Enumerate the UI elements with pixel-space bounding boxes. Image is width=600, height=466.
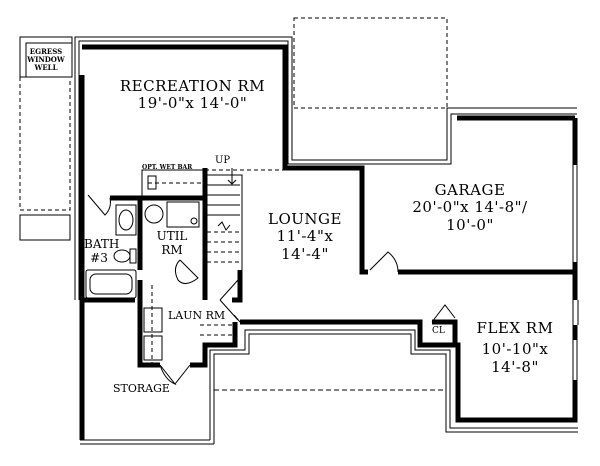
- garage-label: GARAGE 20'-0"x 14'-8"/ 10'-0": [390, 181, 550, 234]
- well-text: WELL: [34, 63, 58, 73]
- room-size: 19'-0"x 14'-0": [137, 94, 248, 113]
- room-name: UTIL: [156, 229, 188, 243]
- recreation-room-label: RECREATION RM 19'-0"x 14'-0": [110, 77, 275, 113]
- room-name: BATH: [84, 237, 120, 251]
- room-size: 11'-4"x: [276, 227, 334, 246]
- room-size: 20'-0"x 14'-8"/: [412, 198, 528, 217]
- room-size: 14'-4": [281, 244, 329, 263]
- room-name: FLEX RM: [476, 319, 554, 337]
- wet-bar-label: OPT. WET BAR: [142, 164, 193, 171]
- storage-label: STORAGE: [113, 382, 170, 395]
- stairs: [207, 168, 243, 280]
- doors: [87, 194, 456, 386]
- dashed-outline-top: [293, 17, 448, 109]
- room-size: 10'-10"x: [481, 340, 549, 359]
- egress-window-well-label: EGRESS WINDOW WELL: [24, 47, 68, 73]
- bath-label: BATH #3: [84, 237, 120, 266]
- flex-room-label: FLEX RM 10'-10"x 14'-8": [465, 319, 565, 376]
- lounge-label: LOUNGE 11'-4"x 14'-4": [255, 210, 355, 263]
- room-size: 14'-8": [491, 357, 539, 376]
- util-room-label: UTIL RM: [152, 229, 192, 258]
- stairs-up-label: UP: [215, 155, 231, 166]
- laundry-room-label: LAUN RM: [168, 309, 226, 322]
- room-name: GARAGE: [434, 181, 506, 199]
- room-name-suffix: RM: [161, 242, 183, 257]
- room-size-alt: 10'-0": [446, 215, 494, 234]
- closet-label: CL: [432, 326, 445, 336]
- window-text: WINDOW: [27, 55, 65, 65]
- room-name: LOUNGE: [268, 210, 342, 228]
- egress-text: EGRESS: [29, 47, 63, 56]
- room-number: #3: [90, 250, 108, 265]
- room-name: RECREATION RM: [119, 77, 266, 95]
